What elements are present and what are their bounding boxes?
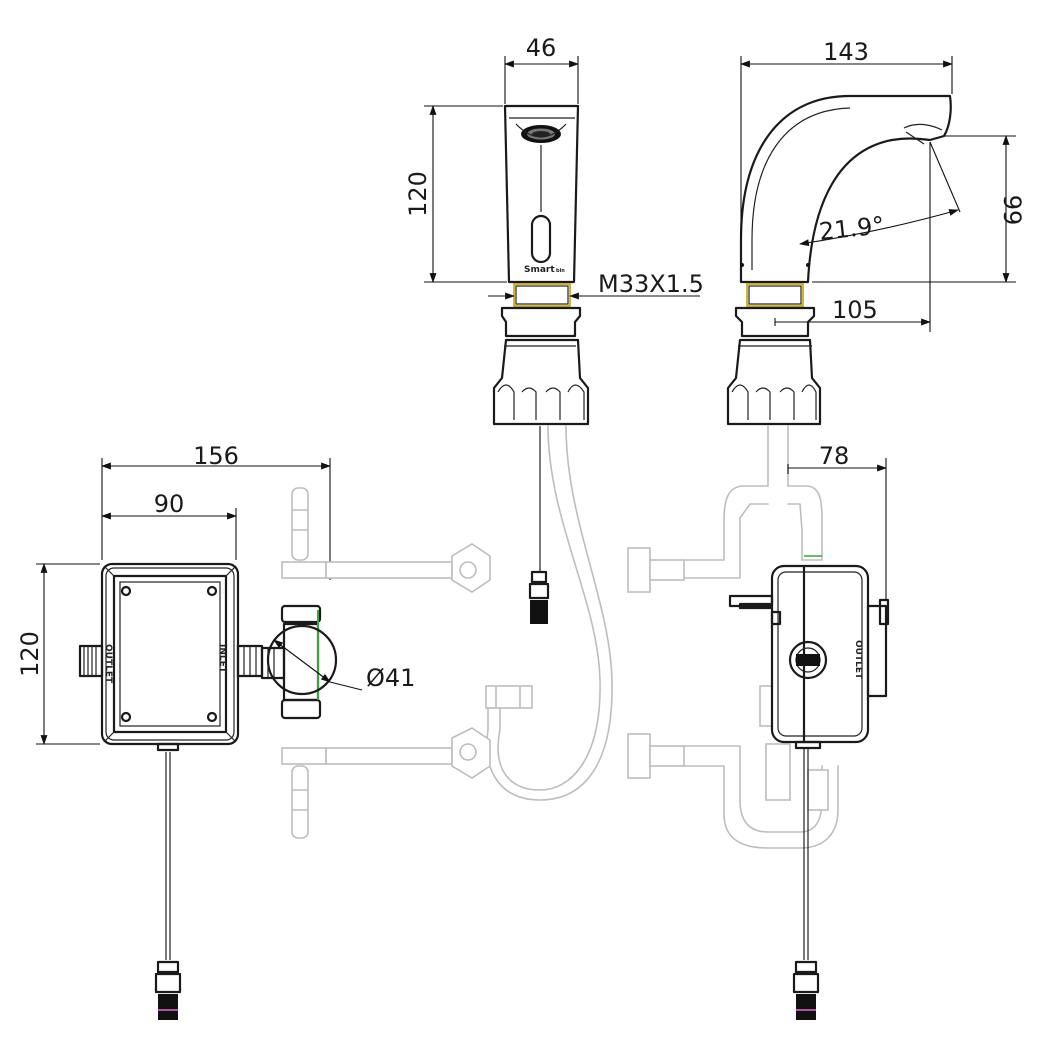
dimension-box-inner-width: 90 <box>154 490 185 518</box>
thread-section <box>513 283 571 307</box>
dimension-box-height: 120 <box>16 631 44 677</box>
dimension-spout-width: 46 <box>526 34 557 62</box>
brand-label: Smart <box>524 265 555 275</box>
dimension-depth: 105 <box>832 296 878 324</box>
control-box-side: OUTLET 78 <box>627 425 890 1020</box>
valve-assembly: Ø41 <box>260 487 491 839</box>
sensor-window <box>530 214 552 264</box>
cable-connector <box>530 570 548 584</box>
brand-suffix-label: bin <box>556 268 565 274</box>
dimension-reach: 143 <box>823 38 869 66</box>
dimension-box-width: 156 <box>193 442 239 470</box>
outlet-label: OUTLET <box>103 644 113 684</box>
dimension-spout-height: 120 <box>404 171 432 217</box>
dimension-valve-diameter: Ø41 <box>366 664 415 692</box>
front-view: Smart bin 46 120 <box>404 34 704 801</box>
dimension-thread: M33X1.5 <box>598 270 704 298</box>
dimension-side-height: 99 <box>998 195 1026 226</box>
side-view: 143 99 21.9° 105 <box>726 38 1026 426</box>
control-box-front: OUTLET INLET 156 90 120 <box>16 442 331 1020</box>
dimension-angle: 21.9° <box>818 211 886 246</box>
inlet-label: INLET <box>217 644 227 674</box>
outlet-side-label: OUTLET <box>853 640 863 680</box>
dimension-box-offset: 78 <box>819 442 850 470</box>
